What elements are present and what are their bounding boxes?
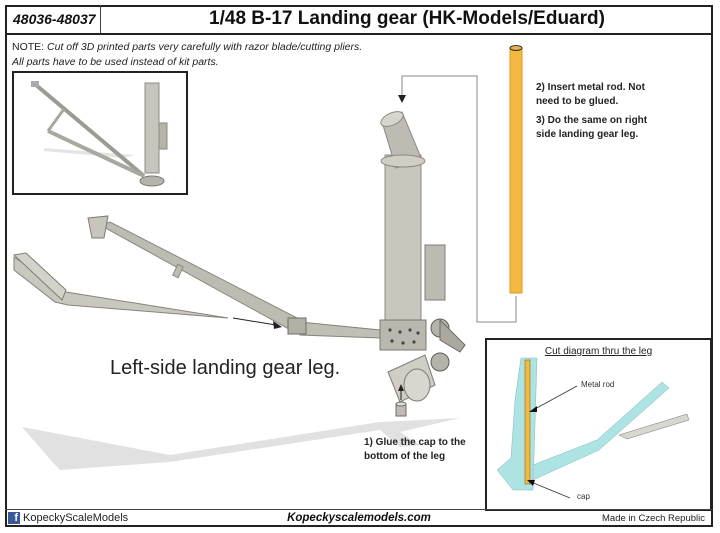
facebook-page-link[interactable]: KopeckyScaleModels — [23, 512, 129, 524]
overview-gear-illustration — [31, 81, 168, 187]
step-2-text: 2) Insert metal rod. Not need to be glue… — [536, 82, 645, 107]
cut-diagram-title: Cut diagram thru the leg — [544, 346, 653, 357]
gear-caption: Left-side landing gear leg. — [110, 357, 341, 379]
step-3-text: 3) Do the same on right side landing gea… — [536, 115, 648, 140]
page-title: 1/48 B-17 Landing gear (HK-Models/Eduard… — [209, 8, 605, 29]
note-prefix: NOTE: — [12, 41, 48, 53]
website-link[interactable]: Kopeckyscalemodels.com — [287, 512, 431, 524]
origin-text: Made in Czech Republic — [602, 513, 705, 524]
overview-thumbnail — [12, 71, 188, 195]
step-1-text: 1) Glue the cap to the bottom of the leg — [364, 437, 466, 462]
cut-rod — [524, 359, 531, 485]
note-line-2: All parts have to be used instead of kit… — [12, 56, 219, 68]
facebook-icon[interactable]: f — [8, 512, 20, 524]
header: 48036-48037 1/48 B-17 Landing gear (HK-M… — [5, 5, 713, 35]
footer: f KopeckyScaleModels Kopeckyscalemodels.… — [5, 509, 713, 527]
page-frame — [5, 5, 713, 527]
metal-rod-label: Metal rod — [581, 380, 615, 389]
cut-diagram-illustration — [496, 357, 690, 499]
note: NOTE: Cut off 3D printed parts very care… — [12, 40, 362, 70]
part-number: 48036-48037 — [5, 5, 101, 33]
note-line-1: Cut off 3D printed parts very carefully … — [47, 41, 363, 53]
cap-label: cap — [577, 492, 590, 501]
cut-diagram-panel: Cut diagram thru the leg Metal rod cap — [485, 338, 712, 511]
